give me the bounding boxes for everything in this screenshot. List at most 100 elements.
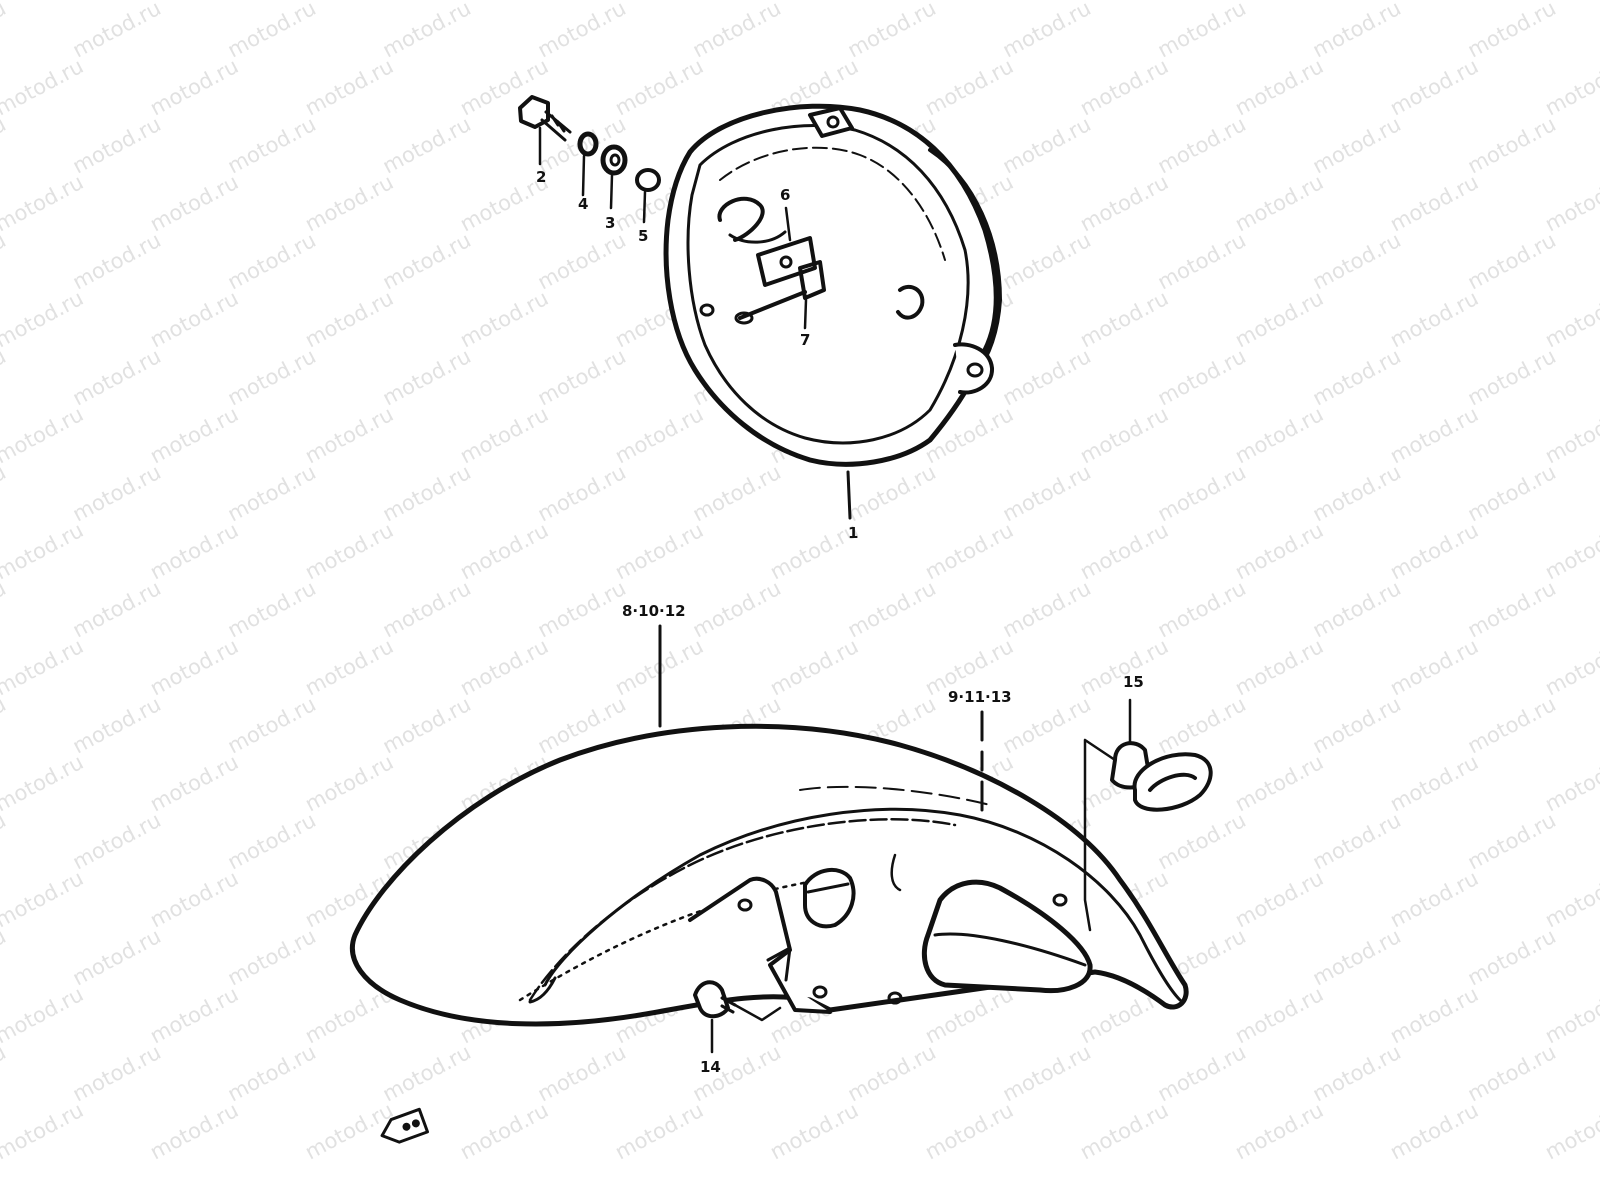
watermark-text: motod.ru — [1386, 750, 1482, 816]
lock-washer-part-4 — [577, 131, 599, 197]
watermark-text: motod.ru — [69, 460, 165, 526]
watermark-text: motod.ru — [379, 228, 475, 294]
watermark-text: motod.ru — [0, 1040, 10, 1106]
callout-7: 7 — [800, 331, 810, 349]
callout-14: 14 — [700, 1058, 721, 1076]
watermark-text: motod.ru — [1154, 460, 1250, 526]
watermark-text: motod.ru — [534, 228, 630, 294]
watermark-text: motod.ru — [0, 112, 10, 178]
watermark-text: motod.ru — [0, 1098, 87, 1164]
watermark-text: motod.ru — [456, 1098, 552, 1164]
watermark-text: motod.ru — [1076, 54, 1172, 120]
watermark-text: motod.ru — [146, 402, 242, 468]
watermark-text: motod.ru — [224, 692, 320, 758]
watermark-text: motod.ru — [1309, 344, 1405, 410]
watermark-text: motod.ru — [301, 54, 397, 120]
watermark-text: motod.ru — [1076, 0, 1172, 4]
watermark-text: motod.ru — [611, 518, 707, 584]
washer-part-3 — [600, 144, 628, 210]
front-fender — [349, 723, 1189, 1027]
watermark-text: motod.ru — [1309, 460, 1405, 526]
callout-9-11-13: 9·11·13 — [948, 688, 1012, 706]
watermark-text: motod.ru — [1076, 170, 1172, 236]
watermark-text: motod.ru — [0, 866, 87, 932]
watermark-text: motod.ru — [69, 228, 165, 294]
callout-1: 1 — [848, 524, 858, 542]
watermark-text: motod.ru — [456, 402, 552, 468]
watermark-text: motod.ru — [689, 460, 785, 526]
watermark-text: motod.ru — [1464, 1040, 1560, 1106]
watermark-text: motod.ru — [301, 170, 397, 236]
watermark-text: motod.ru — [69, 924, 165, 990]
watermark-text: motod.ru — [766, 0, 862, 4]
watermark-text: motod.ru — [1541, 634, 1600, 700]
watermark-text: motod.ru — [534, 460, 630, 526]
watermark-text: motod.ru — [224, 228, 320, 294]
watermark-text: motod.ru — [1231, 1098, 1327, 1164]
watermark-text: motod.ru — [1464, 808, 1560, 874]
watermark-text: motod.ru — [301, 634, 397, 700]
watermark-text: motod.ru — [456, 518, 552, 584]
watermark-text: motod.ru — [1386, 982, 1482, 1048]
watermark-text: motod.ru — [1541, 286, 1600, 352]
callout-5: 5 — [638, 227, 648, 245]
watermark-text: motod.ru — [379, 692, 475, 758]
watermark-text: motod.ru — [0, 170, 87, 236]
watermark-text: motod.ru — [1464, 112, 1560, 178]
watermark-text: motod.ru — [921, 518, 1017, 584]
watermark-text: motod.ru — [1076, 402, 1172, 468]
watermark-text: motod.ru — [146, 982, 242, 1048]
watermark-text: motod.ru — [611, 402, 707, 468]
watermark-text: motod.ru — [379, 576, 475, 642]
callout-4: 4 — [578, 195, 588, 213]
watermark-text: motod.ru — [1154, 112, 1250, 178]
watermark-text: motod.ru — [146, 54, 242, 120]
watermark-text: motod.ru — [1541, 518, 1600, 584]
watermark-text: motod.ru — [1231, 982, 1327, 1048]
watermark-text: motod.ru — [1154, 344, 1250, 410]
watermark-text: motod.ru — [1154, 1040, 1250, 1106]
watermark-text: motod.ru — [301, 286, 397, 352]
watermark-text: motod.ru — [69, 0, 165, 62]
watermark-text: motod.ru — [1309, 112, 1405, 178]
watermark-text: motod.ru — [146, 170, 242, 236]
watermark-text: motod.ru — [379, 0, 475, 62]
watermark-text: motod.ru — [1386, 402, 1482, 468]
watermark-text: motod.ru — [611, 1098, 707, 1164]
watermark-text: motod.ru — [146, 750, 242, 816]
watermark-text: motod.ru — [1464, 228, 1560, 294]
watermark-text: motod.ru — [1231, 402, 1327, 468]
watermark-text: motod.ru — [999, 692, 1095, 758]
watermark-text: motod.ru — [1076, 1098, 1172, 1164]
watermark-text: motod.ru — [69, 344, 165, 410]
watermark-text: motod.ru — [1231, 518, 1327, 584]
watermark-text: motod.ru — [1309, 808, 1405, 874]
watermark-text: motod.ru — [0, 286, 87, 352]
watermark-text: motod.ru — [69, 1040, 165, 1106]
watermark-text: motod.ru — [534, 1040, 630, 1106]
watermark-text: motod.ru — [0, 0, 87, 4]
watermark-text: motod.ru — [1464, 344, 1560, 410]
watermark-text: motod.ru — [379, 344, 475, 410]
watermark-text: motod.ru — [0, 692, 10, 758]
watermark-text: motod.ru — [534, 0, 630, 62]
watermark-text: motod.ru — [456, 634, 552, 700]
watermark-text: motod.ru — [1231, 170, 1327, 236]
watermark-text: motod.ru — [1076, 286, 1172, 352]
watermark-text: motod.ru — [999, 344, 1095, 410]
watermark-text: motod.ru — [0, 576, 10, 642]
watermark-text: motod.ru — [146, 1098, 242, 1164]
watermark-text: motod.ru — [999, 228, 1095, 294]
watermark-text: motod.ru — [0, 402, 87, 468]
fwd-arrow-icon — [380, 1107, 430, 1144]
screw-part-14 — [693, 980, 782, 1054]
watermark-text: motod.ru — [0, 0, 10, 62]
watermark-text: motod.ru — [1309, 1040, 1405, 1106]
watermark-text: motod.ru — [689, 576, 785, 642]
watermark-text: motod.ru — [1541, 402, 1600, 468]
watermark-text: motod.ru — [301, 402, 397, 468]
watermark-text: motod.ru — [1231, 634, 1327, 700]
watermark-text: motod.ru — [1309, 228, 1405, 294]
watermark-text: motod.ru — [999, 0, 1095, 62]
watermark-text: motod.ru — [224, 1040, 320, 1106]
